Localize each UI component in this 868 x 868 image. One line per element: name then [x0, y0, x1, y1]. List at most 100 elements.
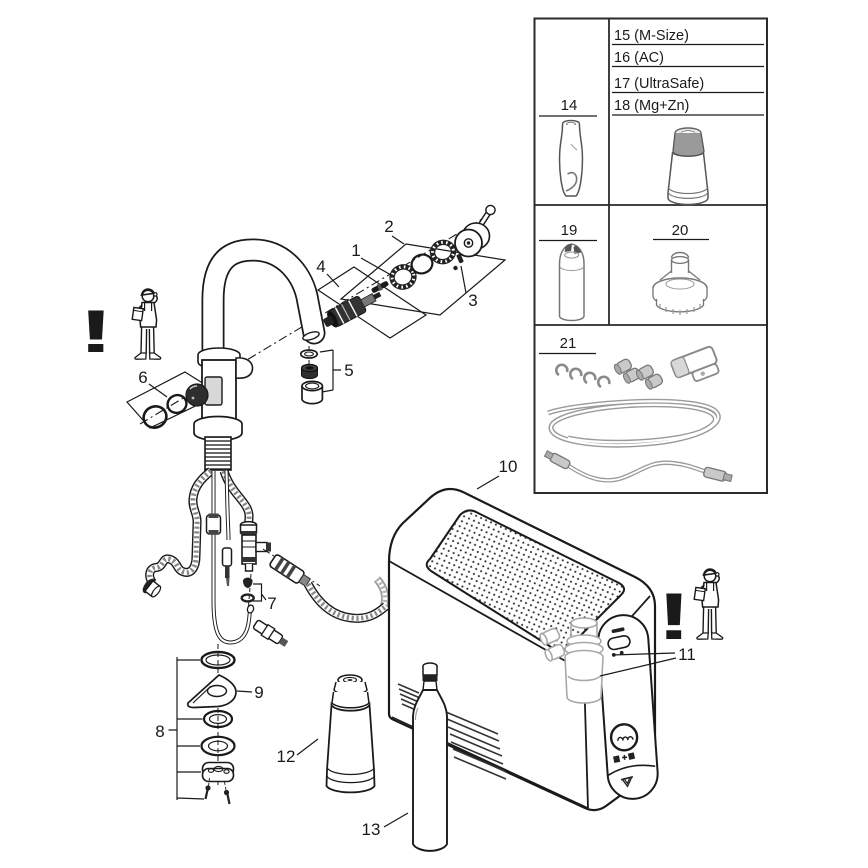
vent-slats-large [445, 711, 507, 780]
cell-14: 14 [539, 97, 597, 197]
mounting-screws [204, 777, 231, 805]
callout-5: 5 [344, 361, 353, 380]
callout-7: 7 [267, 594, 276, 613]
handle-screw-dot [453, 265, 458, 271]
callout-12: 12 [277, 747, 296, 766]
check-valve [269, 554, 312, 587]
glass-bottle-14-icon [558, 119, 584, 197]
callout-13: 13 [362, 820, 381, 839]
exclamation-icon: ! [656, 579, 691, 653]
spindle-pin [371, 281, 389, 293]
leader-12 [296, 738, 319, 756]
warning-right: ! [656, 568, 724, 653]
hose-with-connectors-icon [543, 450, 733, 483]
leader-6 [148, 383, 168, 398]
spare-parts-box: 14 15 (M-Size) 16 (AC) 17 (UltraSafe) 18… [533, 17, 768, 494]
filter-cartridge-12 [325, 674, 376, 794]
mounting-hardware [186, 644, 237, 805]
mounting-clip-icon [670, 345, 720, 382]
leader-10 [476, 475, 500, 490]
co2-button-icon [617, 736, 634, 741]
spacer-ring [200, 735, 236, 757]
angled-fitting [252, 619, 289, 647]
led-dot-2 [619, 650, 624, 655]
hose-coil-icon [547, 398, 721, 448]
callout-8: 8 [155, 722, 164, 741]
variant-15-label: 15 (M-Size) [614, 28, 689, 44]
callout-1: 1 [351, 241, 360, 260]
mousseur [300, 363, 319, 380]
panel-divider-line [607, 764, 656, 777]
callout-10: 10 [499, 457, 518, 476]
vent-slats-small [397, 683, 424, 714]
under-sink-assembly [142, 467, 389, 647]
handle-explosion [323, 204, 496, 328]
status-bar-icon [611, 627, 625, 634]
seal-ring-1 [389, 264, 417, 290]
hose-plugs-icon [613, 358, 664, 390]
filter-water-knob [185, 383, 209, 407]
part-14-label: 14 [561, 97, 578, 114]
installer-figure-icon [131, 288, 162, 361]
threaded-shank [204, 436, 232, 471]
leader-2 [391, 235, 405, 245]
valve-boss [235, 357, 254, 379]
handle-pin [456, 253, 464, 264]
retaining-clips-icon [555, 363, 611, 389]
spout-outlet [302, 331, 320, 341]
wifi-icon [620, 776, 634, 788]
ventilation-grill [425, 509, 625, 652]
corrugated-hose-left [142, 467, 214, 598]
co2-cartridge-19-icon [558, 243, 585, 322]
cell-19: 19 [539, 222, 597, 322]
callout-9: 9 [254, 683, 263, 702]
connection-block [539, 617, 604, 704]
wedge-escutcheon [186, 673, 237, 709]
leader-4 [326, 273, 340, 288]
filter-cartridge-icon [667, 127, 709, 206]
leader-7-bracket [253, 583, 267, 602]
cell-21: 21 [539, 335, 733, 483]
variant-17-label: 17 (UltraSafe) [614, 76, 704, 92]
variant-16-label: 16 (AC) [614, 50, 664, 66]
exclamation-icon: ! [78, 298, 114, 365]
control-panel-face [597, 614, 659, 800]
part-20-label: 20 [672, 222, 689, 239]
handle-housing [454, 204, 496, 258]
callout-leaders [148, 235, 677, 828]
thin-tube-long [205, 471, 255, 645]
part-19-label: 19 [561, 222, 578, 239]
leader-5-bracket [319, 349, 341, 393]
callout-11: 11 [678, 645, 696, 664]
filter-size-icon [613, 752, 636, 763]
seal-ring-2 [429, 239, 457, 265]
hose-nut [142, 578, 162, 598]
led-pill-icon [607, 634, 631, 651]
base-o-ring [200, 650, 236, 670]
leader-9 [236, 690, 253, 693]
callout-4: 4 [316, 257, 325, 276]
part-21-label: 21 [560, 335, 577, 352]
cell-20: 20 [652, 222, 709, 315]
aerator-shell [301, 380, 324, 405]
o-ring-small [166, 393, 188, 415]
cell-15-18: 15 (M-Size) 16 (AC) 17 (UltraSafe) 18 (M… [612, 28, 764, 206]
callout-6: 6 [138, 368, 147, 387]
warning-left: ! [78, 288, 162, 365]
o-ring-large [142, 405, 168, 429]
leader-1 [360, 257, 392, 276]
base-collar [193, 415, 243, 442]
callout-2: 2 [384, 217, 393, 236]
leader-8-bracket [168, 657, 205, 800]
adapter-head-20-icon [652, 251, 708, 315]
seal-washer [240, 593, 255, 603]
t-valve [239, 520, 271, 572]
cartridge [323, 291, 382, 328]
callout-labels: 1 2 3 4 5 6 7 8 9 10 11 12 13 [138, 217, 696, 839]
mounting-plate [201, 761, 235, 783]
leader-3 [460, 265, 467, 294]
o-ring-oval [410, 253, 434, 275]
cooler-unit [373, 487, 659, 812]
gasket-ring [202, 709, 234, 729]
